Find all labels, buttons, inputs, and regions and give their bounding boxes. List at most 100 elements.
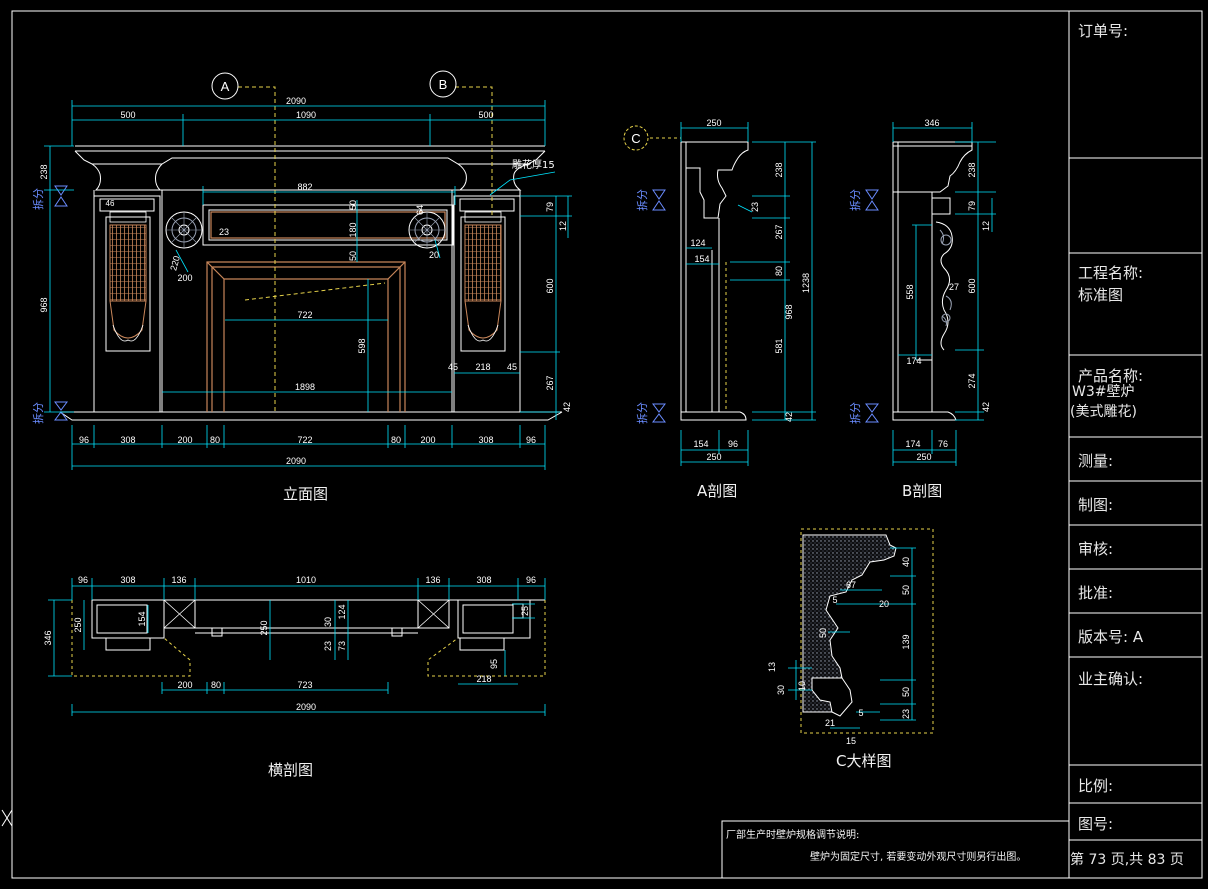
split-label-elev-bottom: 拆分 bbox=[31, 402, 45, 424]
dim-elev-panel-h2: 180 bbox=[348, 222, 358, 237]
dim-elev-small-46: 46 bbox=[106, 199, 115, 208]
dim-elev-inner-1898: 1898 bbox=[295, 382, 315, 392]
dim-cross-t-96b: 96 bbox=[526, 575, 536, 585]
dim-elev-rosette-d1: 64 bbox=[415, 205, 425, 215]
marker-c-letter: C bbox=[631, 131, 640, 146]
dim-detc-b-21: 21 bbox=[825, 718, 835, 728]
dim-seca-r-42: 42 bbox=[784, 412, 794, 422]
dim-detc-l-13: 13 bbox=[767, 662, 777, 672]
dim-detc-in-5: 5 bbox=[832, 595, 837, 605]
marker-a-letter: A bbox=[221, 79, 230, 94]
section-b-carving bbox=[935, 221, 953, 351]
marker-b-letter: B bbox=[439, 77, 448, 92]
dim-elev-opening-722: 722 bbox=[297, 310, 312, 320]
project-name-value: 标准图 bbox=[1078, 286, 1124, 304]
cross-section-dashed bbox=[71, 600, 546, 677]
rosette-right bbox=[408, 211, 446, 249]
dim-secb-in-27: 27 bbox=[949, 282, 959, 292]
dim-cross-l-346: 346 bbox=[43, 630, 53, 645]
dim-elev-rosette-gap: 23 bbox=[219, 227, 229, 237]
dim-cross-b-80: 80 bbox=[211, 680, 221, 690]
detail-c-view bbox=[788, 528, 934, 734]
elevation-dimensions bbox=[44, 100, 572, 470]
section-a-view bbox=[623, 122, 816, 466]
detail-c-title: C大样图 bbox=[836, 752, 892, 770]
dim-detc-b-5: 5 bbox=[858, 708, 863, 718]
dim-secb-r-238: 238 bbox=[967, 162, 977, 177]
dim-elev-b-200a: 200 bbox=[177, 435, 192, 445]
dim-cross-r-25: 25 bbox=[520, 606, 530, 616]
dim-seca-b-154: 154 bbox=[693, 439, 708, 449]
dim-cross-t-1010: 1010 bbox=[296, 575, 316, 585]
detail-c-profile bbox=[802, 534, 897, 713]
section-cut-lines bbox=[238, 86, 493, 412]
dim-detc-r-23: 23 bbox=[901, 709, 911, 719]
section-marker-c bbox=[623, 125, 649, 151]
dim-secb-r-12: 12 bbox=[981, 221, 991, 231]
dim-elev-pil-45b: 45 bbox=[507, 362, 517, 372]
split-markers-b bbox=[865, 189, 879, 423]
dim-seca-r-23: 23 bbox=[750, 202, 760, 212]
project-name-label: 工程名称: bbox=[1078, 264, 1144, 282]
dim-elev-b-80b: 80 bbox=[391, 435, 401, 445]
dim-detc-in-50: 50 bbox=[818, 628, 828, 638]
elevation-view bbox=[44, 70, 572, 470]
dim-cross-t-96a: 96 bbox=[78, 575, 88, 585]
section-a-dimensions bbox=[680, 122, 816, 466]
dim-elev-right-267: 267 bbox=[545, 375, 555, 390]
dim-secb-b-174a: 174 bbox=[906, 356, 921, 366]
pilaster-carving-right bbox=[460, 211, 506, 352]
dim-detc-r-50a: 50 bbox=[901, 585, 911, 595]
scale-label: 比例: bbox=[1078, 777, 1114, 795]
product-name-value-1: W3#壁炉 bbox=[1072, 384, 1135, 400]
dim-secb-r-274: 274 bbox=[967, 373, 977, 388]
dim-elev-col-200: 200 bbox=[177, 273, 192, 283]
dim-detc-l-10: 10 bbox=[797, 681, 807, 691]
section-a-dashed bbox=[650, 137, 727, 410]
owner-confirm-label: 业主确认: bbox=[1078, 670, 1144, 688]
edge-marker bbox=[1, 809, 13, 827]
split-label-a-bottom: 拆分 bbox=[635, 402, 649, 424]
dim-elev-pil-218: 218 bbox=[475, 362, 490, 372]
dim-seca-r-968: 968 bbox=[784, 304, 794, 319]
version-label: 版本号: A bbox=[1078, 628, 1144, 646]
dim-cross-m-250: 250 bbox=[259, 620, 269, 635]
dim-detc-l-30: 30 bbox=[776, 685, 786, 695]
dim-elev-right-600: 600 bbox=[545, 278, 555, 293]
dim-cross-r-95: 95 bbox=[489, 659, 499, 669]
dimension-texts: 2090 500 1090 500 882 50 180 50 23 64 20… bbox=[39, 96, 991, 746]
dim-detc-in-67: 67 bbox=[846, 580, 856, 590]
dim-cross-r-218: 218 bbox=[476, 674, 491, 684]
dim-seca-r-238: 238 bbox=[774, 162, 784, 177]
sheet-frame bbox=[11, 10, 1203, 879]
marker-texts: A B C bbox=[221, 77, 641, 146]
dim-secb-r-600: 600 bbox=[967, 278, 977, 293]
dim-elev-overall: 2090 bbox=[286, 96, 306, 106]
dim-seca-r-267: 267 bbox=[774, 224, 784, 239]
section-b-outline bbox=[892, 141, 973, 421]
dim-cross-m-23: 23 bbox=[323, 641, 333, 651]
product-name-label: 产品名称: bbox=[1078, 367, 1144, 385]
carving-thickness-label: 雕花厚15 bbox=[512, 158, 555, 171]
dim-elev-right-42: 42 bbox=[562, 402, 572, 412]
dim-secb-in-558: 558 bbox=[905, 284, 915, 299]
dim-elev-panel-h1: 50 bbox=[348, 200, 358, 210]
dim-cross-b-200: 200 bbox=[177, 680, 192, 690]
dim-elev-b-722: 722 bbox=[297, 435, 312, 445]
dim-cross-m-30: 30 bbox=[323, 617, 333, 627]
dim-elev-top-right: 500 bbox=[478, 110, 493, 120]
dim-seca-b-96: 96 bbox=[728, 439, 738, 449]
dim-cross-t-308a: 308 bbox=[120, 575, 135, 585]
pilaster-carving-left bbox=[105, 211, 151, 352]
dim-elev-rosette-d2: 20 bbox=[429, 250, 439, 260]
product-name-value-2: (美式雕花) bbox=[1070, 404, 1137, 420]
elevation-title: 立面图 bbox=[283, 485, 329, 503]
cross-section-title: 横剖图 bbox=[268, 761, 314, 779]
cross-section-dimensions bbox=[48, 578, 546, 716]
dim-elev-rosette-r: 220 bbox=[168, 255, 182, 272]
dim-seca-top-250: 250 bbox=[706, 118, 721, 128]
dim-seca-r-80: 80 bbox=[774, 266, 784, 276]
dim-seca-l-124: 124 bbox=[690, 238, 705, 248]
dim-cross-m-73: 73 bbox=[337, 641, 347, 651]
dim-elev-b-96a: 96 bbox=[79, 435, 89, 445]
